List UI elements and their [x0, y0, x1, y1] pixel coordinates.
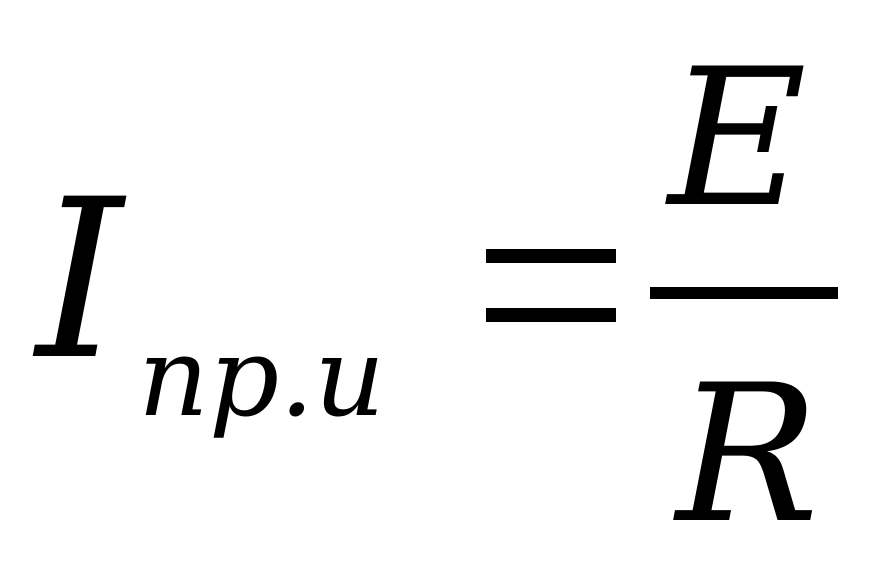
equals-bar-top	[486, 249, 616, 263]
fraction-numerator: E	[668, 28, 807, 249]
equals-sign	[486, 0, 616, 574]
equals-bar-bottom	[486, 308, 616, 322]
current-subscript: np.u	[138, 313, 386, 441]
current-symbol: I	[36, 152, 123, 408]
fraction-bar	[650, 287, 838, 299]
fraction-denominator: R	[676, 344, 820, 565]
